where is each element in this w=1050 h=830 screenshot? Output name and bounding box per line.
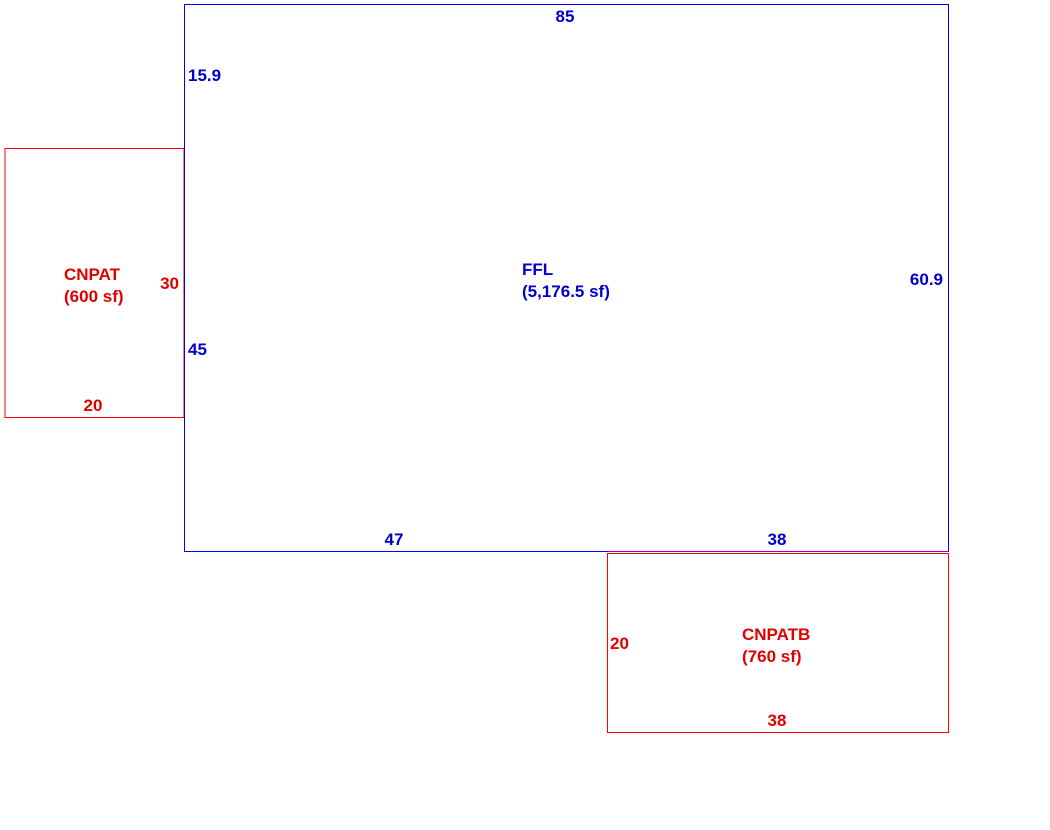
cnpatb-outline	[607, 553, 949, 733]
cnpatb-area-size: (760 sf)	[742, 647, 802, 666]
cnpat-bottom-dimension: 20	[84, 396, 103, 415]
ffl-right-dimension: 60.9	[910, 270, 943, 289]
cnpatb-area-name: CNPATB	[742, 625, 810, 644]
cnpat-area-name: CNPAT	[64, 265, 121, 284]
ffl-outline	[184, 4, 949, 552]
cnpat-side-dimension: 30	[160, 274, 179, 293]
cnpatb-side-dimension: 20	[610, 634, 629, 653]
cnpat-area-size: (600 sf)	[64, 287, 124, 306]
ffl-top-dimension: 85	[556, 7, 575, 26]
ffl-bottom-right-dimension: 38	[768, 530, 787, 549]
ffl-area-name: FFL	[522, 260, 553, 279]
ffl-left-upper-dimension: 15.9	[188, 66, 221, 85]
ffl-bottom-left-dimension: 47	[385, 530, 404, 549]
ffl-area-size: (5,176.5 sf)	[522, 282, 610, 301]
ffl-left-lower-dimension: 45	[188, 340, 207, 359]
cnpatb-bottom-dimension: 38	[768, 711, 787, 730]
